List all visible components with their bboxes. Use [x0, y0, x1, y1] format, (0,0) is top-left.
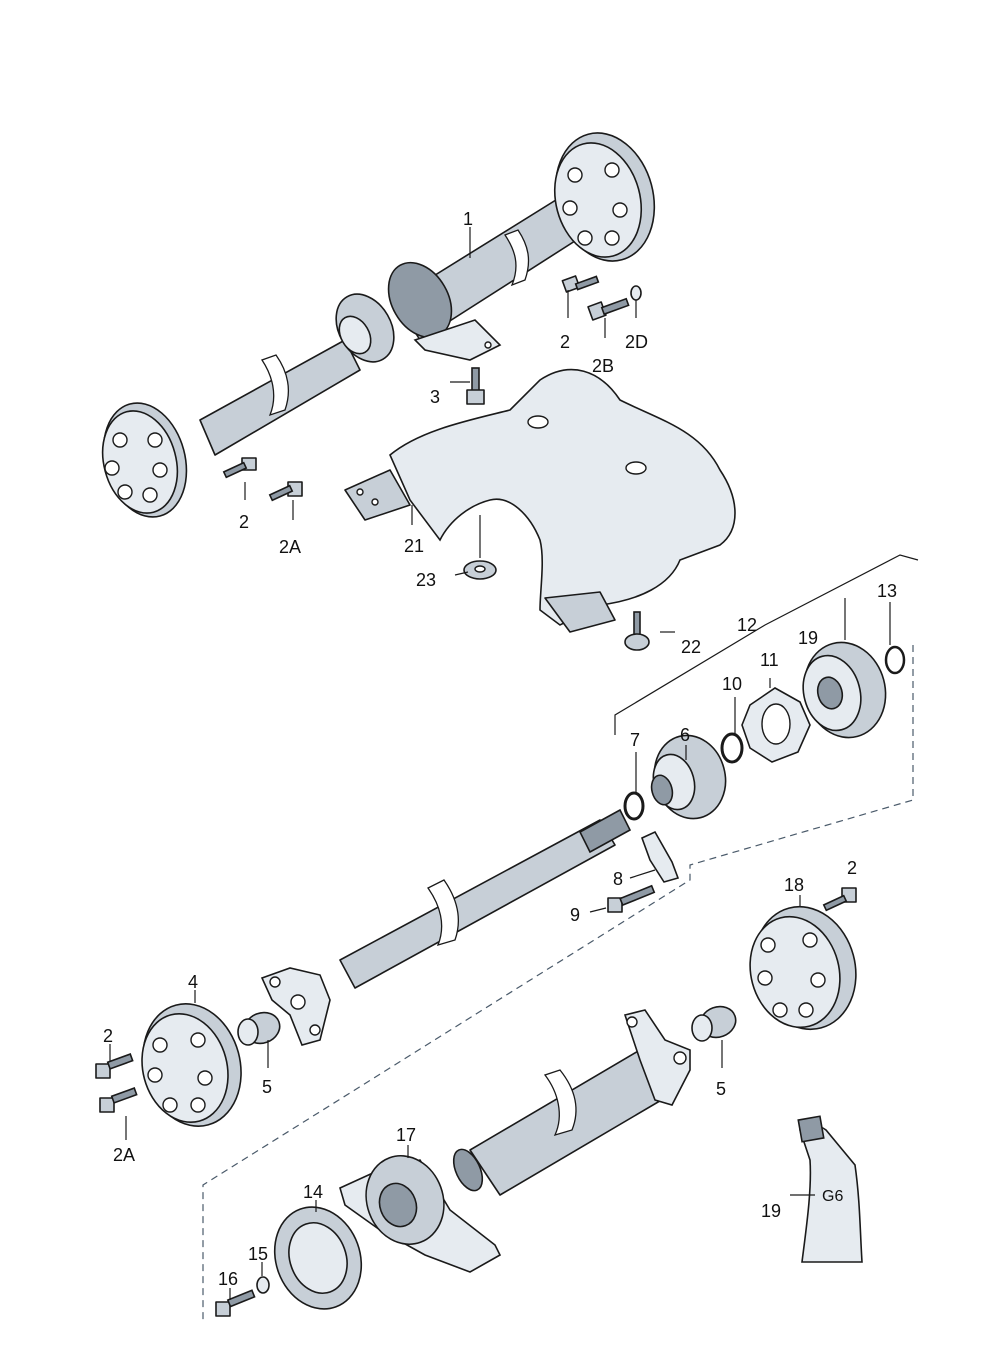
flex-disc-18	[749, 905, 857, 1031]
label-8: 8	[613, 869, 623, 889]
bolt-22	[624, 611, 650, 651]
flange-6	[650, 734, 727, 820]
bolt-3	[466, 367, 485, 405]
bolt-2-top	[561, 275, 600, 293]
label-23: 23	[416, 570, 436, 590]
label-10: 10	[722, 674, 742, 694]
bolt-16	[215, 1289, 256, 1317]
heat-shield	[344, 368, 736, 633]
label-11: 11	[760, 650, 779, 670]
bolt-2a-left	[268, 481, 303, 502]
label-1: 1	[463, 209, 473, 229]
bearing-19	[802, 641, 887, 739]
label-12: 12	[737, 615, 757, 635]
front-propshaft	[101, 132, 656, 518]
label-2b: 2B	[592, 356, 614, 376]
rear-propshaft	[452, 1009, 691, 1196]
label-9: 9	[570, 905, 580, 925]
assembly-boundary	[202, 554, 919, 1320]
label-13: 13	[877, 581, 897, 601]
washer-2d	[630, 285, 642, 301]
nut-23	[463, 560, 497, 580]
bolt-2-right	[822, 887, 857, 912]
bolt-2a-low	[99, 1087, 138, 1113]
flex-disc-4	[141, 1003, 242, 1127]
circlip-13	[884, 645, 906, 675]
label-15: 15	[248, 1244, 268, 1264]
flange-14	[273, 1206, 363, 1310]
bolt-9	[607, 884, 656, 913]
label-4: 4	[188, 972, 198, 992]
tab-8	[640, 830, 680, 883]
label-3: 3	[430, 387, 440, 407]
label-18: 18	[784, 875, 804, 895]
label-6: 6	[680, 725, 690, 745]
bolt-2-low	[95, 1053, 134, 1079]
label-2d: 2D	[625, 332, 648, 352]
label-17: 17	[396, 1125, 416, 1145]
label-2-low: 2	[103, 1026, 113, 1046]
label-19-grease: 19	[761, 1201, 781, 1221]
middle-propshaft	[260, 808, 632, 1046]
part-labels: 1 2 2B 2D 3 2 2A 21 23 22 12 13 19 11 10…	[103, 209, 897, 1289]
label-2a-left: 2A	[279, 537, 301, 557]
label-2a-low: 2A	[113, 1145, 135, 1165]
bushing-5-left	[237, 1011, 281, 1046]
label-19-bearing: 19	[798, 628, 818, 648]
bolt-2-left	[222, 457, 257, 479]
plate-11	[741, 687, 811, 763]
ring-10	[720, 732, 744, 764]
leader-lines	[109, 227, 891, 1300]
label-14: 14	[303, 1182, 323, 1202]
label-16: 16	[218, 1269, 238, 1289]
label-2-top: 2	[560, 332, 570, 352]
label-5-right: 5	[716, 1079, 726, 1099]
bolt-2b	[587, 297, 630, 321]
label-2-left: 2	[239, 512, 249, 532]
grease-tube-label: G6	[822, 1188, 843, 1205]
grease-tube: G6	[797, 1115, 863, 1263]
center-bearing-17	[339, 1154, 502, 1273]
label-2-right: 2	[847, 858, 857, 878]
clamp-7	[623, 791, 645, 821]
label-21: 21	[404, 536, 424, 556]
label-5-left: 5	[262, 1077, 272, 1097]
label-22: 22	[681, 637, 701, 657]
bushing-5-right	[691, 1005, 737, 1042]
label-7: 7	[630, 730, 640, 750]
washer-15	[256, 1276, 270, 1294]
